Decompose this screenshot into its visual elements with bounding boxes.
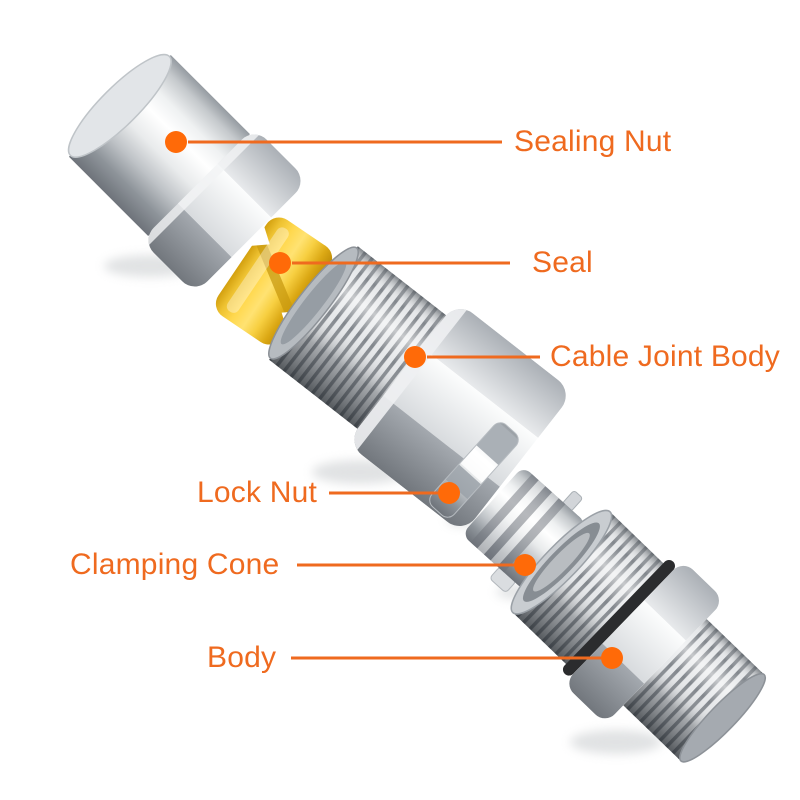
leader-lines <box>188 140 601 660</box>
seal-part <box>215 217 333 345</box>
marker-dot-cable-joint-body <box>404 346 426 368</box>
label-seal: Seal <box>532 246 593 279</box>
sealing-nut-part <box>67 53 308 294</box>
marker-dot-clamping-cone <box>514 554 536 576</box>
label-body: Body <box>207 641 277 674</box>
marker-dot-lock-nut <box>438 482 460 504</box>
label-sealing-nut: Sealing Nut <box>514 125 672 158</box>
part-marker-dots <box>165 131 623 669</box>
marker-dot-body <box>601 647 623 669</box>
marker-dot-seal <box>269 252 291 274</box>
label-clamping-cone: Clamping Cone <box>70 548 280 581</box>
label-lock-nut: Lock Nut <box>197 476 317 509</box>
body-part <box>510 509 767 763</box>
label-cable-joint-body: Cable Joint Body <box>550 340 781 373</box>
marker-dot-sealing-nut <box>165 131 187 153</box>
